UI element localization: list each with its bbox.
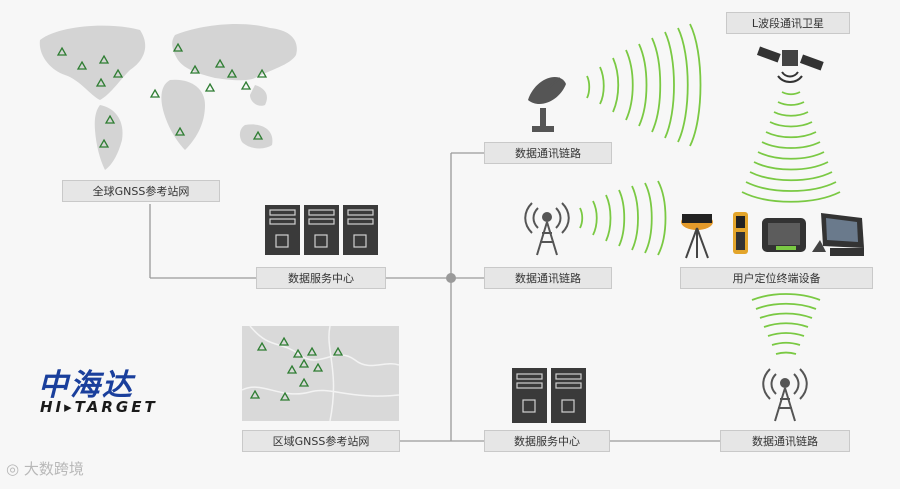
global-stations bbox=[56, 42, 268, 148]
company-logo-chinese: 中海达 bbox=[38, 368, 134, 403]
watermark: ◎ 大数跨境 bbox=[6, 458, 84, 479]
radio-tower-icon-mid bbox=[524, 202, 570, 256]
regional-map bbox=[241, 325, 400, 422]
marine-terminal-icon bbox=[812, 213, 864, 256]
radio-tower-icon-bottom bbox=[762, 368, 808, 422]
signal-waves-tower-up bbox=[751, 293, 821, 355]
connector-lines bbox=[149, 152, 720, 442]
label-global-network: 全球GNSS参考站网 bbox=[62, 180, 220, 202]
label-link-tower-bottom: 数据通讯链路 bbox=[720, 430, 850, 452]
label-link-satellite: 数据通讯链路 bbox=[484, 142, 612, 164]
handheld-controller-icon bbox=[733, 212, 748, 254]
label-satellite: L波段通讯卫星 bbox=[726, 12, 850, 34]
satellite-dish-icon bbox=[528, 77, 566, 132]
server-rack-top bbox=[265, 205, 378, 255]
junction-dot bbox=[446, 273, 456, 283]
gnss-receiver-icon bbox=[681, 214, 713, 259]
world-map bbox=[39, 24, 297, 170]
signal-waves-tower bbox=[579, 180, 667, 256]
label-data-center-bottom: 数据服务中心 bbox=[484, 430, 610, 452]
signal-waves-dish bbox=[586, 23, 702, 147]
label-regional-network: 区域GNSS参考站网 bbox=[242, 430, 400, 452]
signal-waves-satellite-down bbox=[741, 91, 841, 203]
server-rack-bottom bbox=[512, 368, 586, 423]
label-data-center-top: 数据服务中心 bbox=[256, 267, 386, 289]
watermark-text: 大数跨境 bbox=[23, 460, 84, 478]
label-link-tower-mid: 数据通讯链路 bbox=[484, 267, 612, 289]
watermark-icon: ◎ bbox=[6, 460, 24, 478]
company-logo-english: HI▸TARGET bbox=[40, 398, 158, 416]
satellite-icon bbox=[756, 46, 824, 83]
vehicle-terminal-icon bbox=[762, 218, 806, 252]
label-user-devices: 用户定位终端设备 bbox=[680, 267, 873, 289]
